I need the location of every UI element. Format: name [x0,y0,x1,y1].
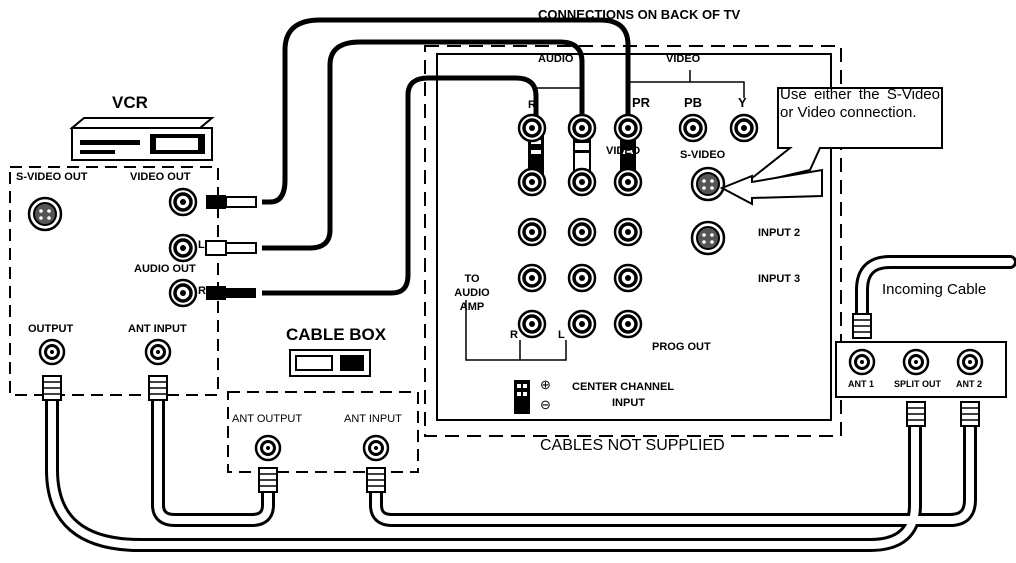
center-channel-label-line1: CENTER CHANNEL [572,381,675,393]
vcr-audio-right-label: R [198,285,206,297]
rca-cables [262,17,631,296]
diagram-title: CONNECTIONS ON BACK OF TV [538,7,741,22]
tv-input3-label: INPUT 3 [758,273,801,285]
center-channel-connector [514,380,530,414]
center-minus-icon: ⊖ [540,397,551,412]
cable-box-device-icon [289,349,371,377]
cable-box-ant-output-label: ANT OUTPUT [232,413,303,425]
splitter-jacks [848,313,984,427]
vcr-device-icon [69,117,215,161]
vcr-label: VCR [112,93,148,112]
cable-box-label: CABLE BOX [286,325,387,344]
tv-video-jack-label: VIDEO [606,145,641,157]
vcr-audio-left-label: L [198,239,205,251]
callout-text: Use either the S-Video or Video connecti… [780,86,940,121]
vcr-side-plugs [205,195,257,300]
tv-pr-label: PR [632,95,651,110]
cable-box-jacks [254,434,390,493]
tv-video-label: VIDEO [666,53,701,65]
tv-back-panel-inner [436,53,832,421]
vcr-ant-input-label: ANT INPUT [128,323,187,335]
tv-s-video-label: S-VIDEO [680,149,726,161]
vcr-video-out-label: VIDEO OUT [130,171,191,183]
prog-out-label: PROG OUT [652,341,711,353]
tv-back-panel-outer [424,45,842,437]
cable-box-panel [227,391,419,473]
amp-r-label: R [510,329,518,341]
to-audio-amp-line1: TO [464,273,480,285]
splitter-ant1-label: ANT 1 [848,379,875,389]
to-audio-amp-line2: AUDIO [454,287,490,299]
cable-box-ant-input-label: ANT INPUT [344,413,402,425]
tv-input2-label: INPUT 2 [758,227,801,239]
amp-l-label: L [558,329,565,341]
vcr-output-label: OUTPUT [28,323,74,335]
tv-r-label: R [528,99,536,111]
to-audio-amp-label: TO AUDIO AMP [452,272,492,314]
splitter-ant2-label: ANT 2 [956,379,983,389]
coax-cables [45,255,1016,552]
tv-pb-label: PB [684,95,703,110]
vcr-audio-out-label: AUDIO OUT [134,263,196,275]
center-plus-icon: ⊕ [540,377,551,392]
cables-not-supplied-label: CABLES NOT SUPPLIED [540,437,725,454]
to-audio-amp-line3: AMP [459,301,485,313]
tv-audio-label: AUDIO [538,53,574,65]
vcr-panel [9,166,219,396]
tv-y-label: Y [738,95,747,110]
vcr-s-video-out-label: S-VIDEO OUT [16,171,88,183]
callout-box [719,87,943,206]
splitter-split-out-label: SPLIT OUT [894,379,941,389]
vcr-jacks [27,187,198,401]
incoming-cable-label: Incoming Cable [882,281,987,298]
label-brackets [465,70,745,361]
center-channel-label-line2: INPUT [612,397,645,409]
